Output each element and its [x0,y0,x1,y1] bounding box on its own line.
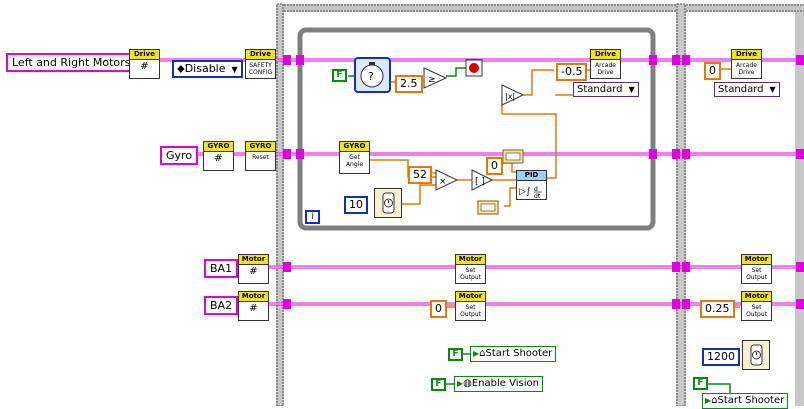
boolean-false-constant[interactable]: F [431,378,446,391]
wait-ms-icon[interactable] [374,188,402,218]
while-loop-frame [297,27,656,231]
svg-text:|x|: |x| [505,92,515,101]
loop-iteration-terminal: i [305,210,320,224]
gyro-control[interactable]: Gyro [160,146,199,165]
arcade-zero-constant[interactable]: 0 [704,62,721,80]
cluster-constant-icon [477,200,499,215]
elapsed-time-icon: ? [354,57,391,93]
greater-or-equal-node: ≥ [423,67,448,89]
start-shooter-command-2[interactable]: ▶⌂Start Shooter [702,393,789,409]
svg-text:d: d [534,186,538,193]
boolean-false-constant[interactable]: F [448,348,463,361]
wait-1200-constant[interactable]: 1200 [702,348,740,366]
sequence-structure [276,3,804,406]
gain-52-constant[interactable]: 52 [408,166,432,184]
disable-enum[interactable]: ⬥Disable▼ [172,60,243,78]
svg-text:≥: ≥ [428,75,436,85]
ba1-control[interactable]: BA1 [204,259,239,278]
svg-text:▷∫: ▷∫ [519,187,531,197]
left-and-right-motors-control[interactable]: Left and Right Motors [6,53,137,72]
home-icon: ⌂ [711,395,718,406]
time-target-constant[interactable]: 2.5 [395,75,423,93]
globe-icon: ◍ [463,378,472,389]
gyro-ref-open[interactable]: GYRO# [203,141,234,171]
home-icon: ⌂ [479,348,486,359]
boolean-false-constant[interactable]: F [332,69,347,82]
ba2-control[interactable]: BA2 [204,296,239,315]
multiply-node: × [435,169,459,191]
absolute-node: |x| [501,84,525,106]
arcade-mode-enum-2[interactable]: Standard▼ [714,82,780,97]
motor-ref-open-2[interactable]: Motor# [238,291,269,321]
svg-text:dt: dt [534,193,541,200]
negative-half-constant[interactable]: -0.5 [556,63,588,81]
cluster-constant-icon [502,149,524,164]
arcade-mode-enum-1[interactable]: Standard▼ [573,82,639,97]
motor-ref-open-1[interactable]: Motor# [238,254,269,284]
dropdown-arrow-icon: ▼ [231,65,238,74]
pid-setpoint-constant[interactable]: 0 [486,157,503,175]
wait-10-constant[interactable]: 10 [344,196,368,214]
motor-zero-constant[interactable]: 0 [430,300,447,318]
svg-text:×: × [439,177,447,187]
dropdown-arrow-icon: ▼ [769,85,776,94]
svg-text:[ ]: [ ] [475,177,485,187]
enable-vision-command[interactable]: ▶◍Enable Vision [454,376,543,392]
drive-ref-open[interactable]: Drive# [129,49,160,79]
boolean-false-constant[interactable]: F [693,377,708,390]
svg-text:?: ? [368,70,374,83]
motor-quarter-constant[interactable]: 0.25 [700,300,735,318]
bundle-node: [ ] [471,169,494,191]
stop-button-icon [465,59,483,77]
boolean-wires [348,67,731,396]
dropdown-arrow-icon: ▼ [628,85,635,94]
tunnels [283,55,804,309]
wait-ms-icon[interactable] [742,340,770,370]
start-shooter-command[interactable]: ▶⌂Start Shooter [470,346,557,362]
